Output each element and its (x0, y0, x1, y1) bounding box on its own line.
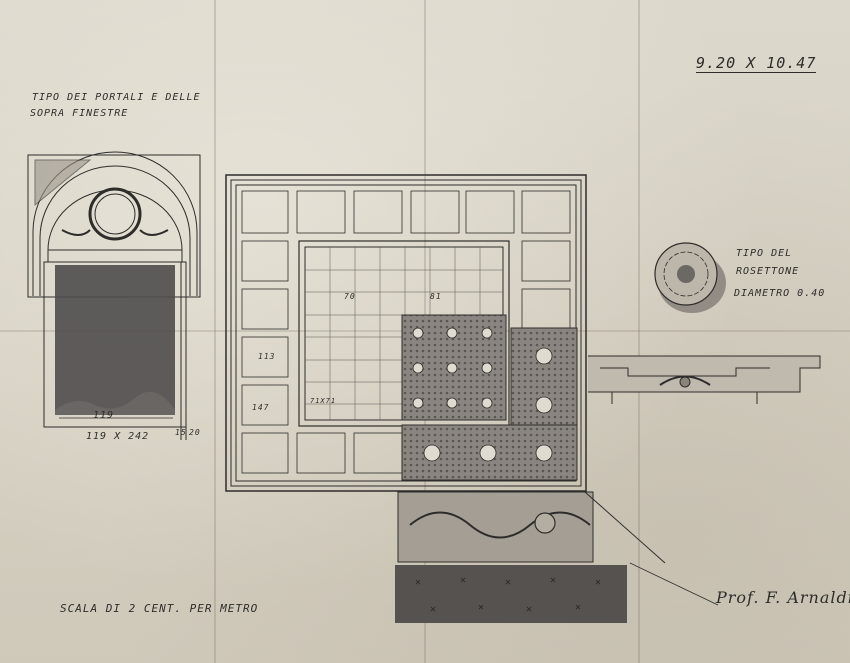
coffer-detail (401, 314, 578, 481)
svg-text:✕: ✕ (595, 577, 601, 588)
portal-width-dim: 119 (93, 410, 115, 421)
portal-title-line1: TIPO DEI PORTALI E DELLE (32, 92, 201, 103)
portal-drawing (27, 151, 201, 440)
rosette-drawing (654, 242, 726, 313)
svg-text:✕: ✕ (575, 602, 581, 613)
svg-text:✕: ✕ (415, 577, 421, 588)
scale-label: SCALA DI 2 CENT. PER METRO (60, 602, 259, 615)
portal-size-dim: 119 X 242 (86, 431, 150, 442)
ceiling-dim-small: 71X71 (310, 397, 337, 405)
rosette-label-line3: DIAMETRO 0.40 (734, 288, 826, 299)
svg-text:✕: ✕ (478, 602, 484, 613)
portal-small-dim-2: 20 (189, 428, 201, 437)
cornice-section (588, 355, 821, 404)
svg-text:✕: ✕ (505, 577, 511, 588)
svg-text:✕: ✕ (550, 575, 556, 586)
paper-fold (638, 0, 640, 663)
svg-text:✕: ✕ (460, 575, 466, 586)
frieze-elevation: ✕ ✕ ✕ ✕ ✕ ✕ ✕ ✕ ✕ (395, 491, 719, 623)
signature: Prof. F. Arnaldi (716, 588, 850, 607)
ceiling-dim-147: 147 (252, 403, 270, 412)
svg-text:✕: ✕ (430, 604, 436, 615)
ceiling-dim-70: 70 (344, 292, 356, 301)
rosette-label-line1: TIPO DEL (736, 248, 793, 259)
svg-text:✕: ✕ (526, 604, 532, 615)
ceiling-dim-81: 81 (430, 292, 442, 301)
paper-fold (214, 0, 216, 663)
portal-small-dim: 15 (175, 428, 187, 437)
ceiling-dim-113: 113 (258, 352, 276, 361)
portal-title-line2: SOPRA FINESTRE (30, 108, 129, 119)
ceiling-plan (225, 174, 587, 492)
rosette-label-line2: ROSETTONE (736, 266, 800, 277)
dimensions-label: 9.20 X 10.47 (696, 54, 817, 73)
